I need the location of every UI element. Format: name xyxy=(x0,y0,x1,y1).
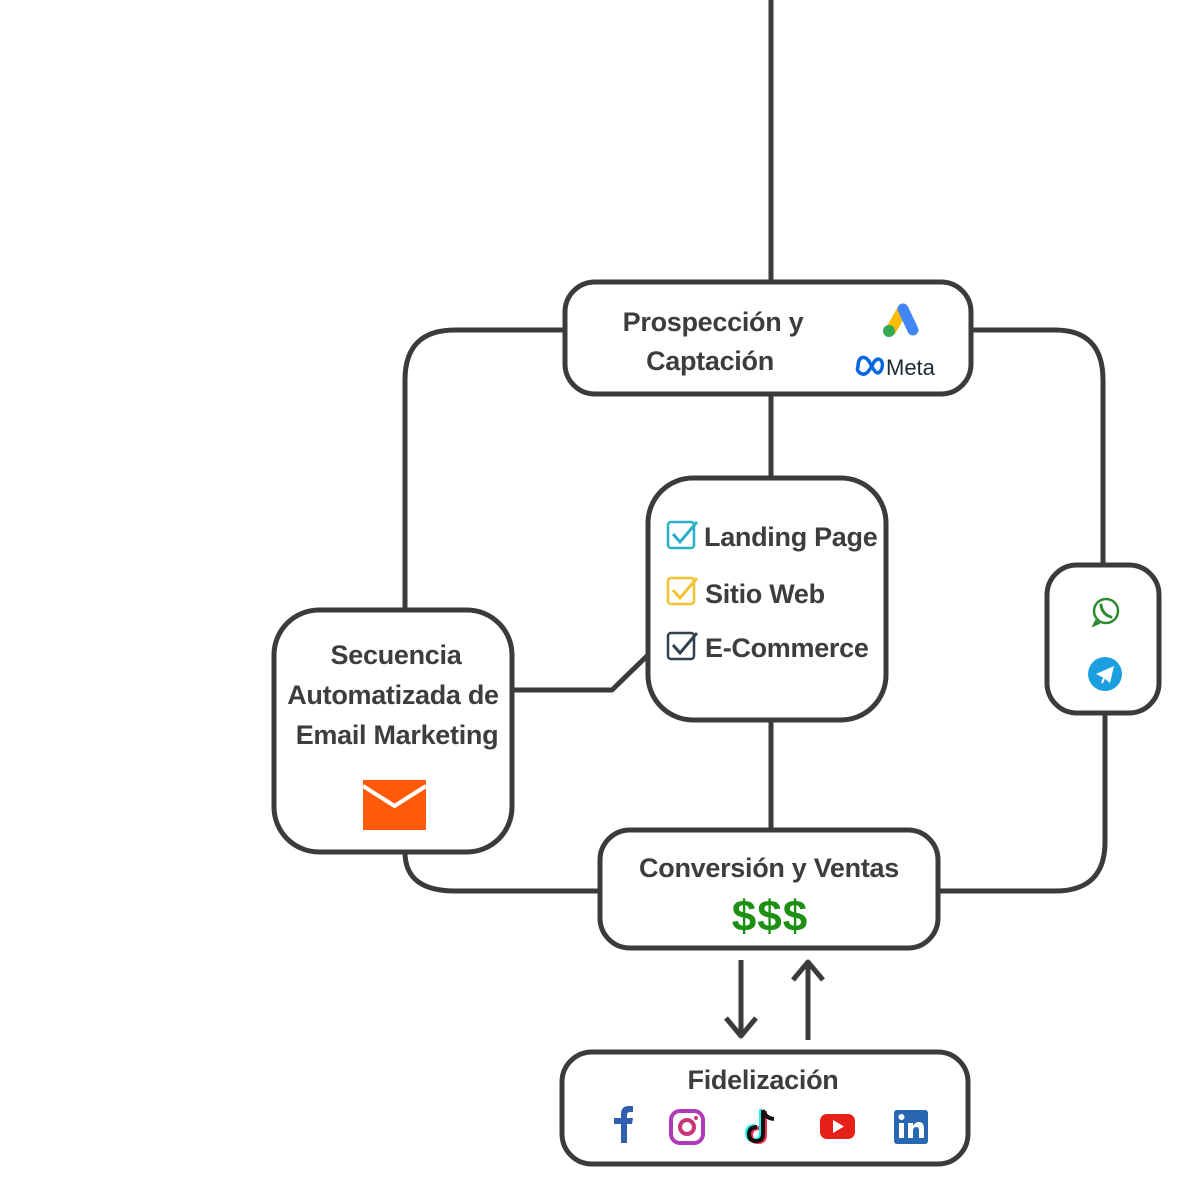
connector-email-conversion xyxy=(402,851,600,894)
node-fidelizacion: Fidelización xyxy=(559,1049,971,1167)
tiktok-icon xyxy=(744,1109,775,1145)
conversion-money: $$$ xyxy=(732,892,808,941)
email-envelope-icon xyxy=(361,780,428,830)
google-ads-icon xyxy=(883,303,919,337)
node-email: Secuencia Automatizada de Email Marketin… xyxy=(271,607,515,855)
check-yellow-icon xyxy=(666,576,699,606)
node-messaging xyxy=(1044,562,1162,716)
web-item-sitio: Sitio Web xyxy=(705,579,825,609)
meta-logo-icon: Meta xyxy=(855,355,936,380)
check-dark-icon xyxy=(666,631,699,661)
telegram-icon xyxy=(1088,657,1122,691)
instagram-icon xyxy=(669,1109,705,1145)
prospeccion-line1: Prospección y xyxy=(623,307,804,337)
connector-prospeccion-email xyxy=(402,327,565,610)
email-line2: Automatizada de xyxy=(287,680,499,710)
node-prospeccion: Prospección y Captación Meta xyxy=(562,279,974,397)
meta-label: Meta xyxy=(886,355,936,380)
connector-email-web xyxy=(512,653,650,693)
fidelizacion-title: Fidelización xyxy=(688,1065,839,1095)
prospeccion-line2: Captación xyxy=(646,346,774,376)
check-teal-icon xyxy=(666,520,699,550)
node-conversion: Conversión y Ventas $$$ xyxy=(597,827,941,951)
node-web: Landing Page Sitio Web E-Commerce xyxy=(645,475,889,723)
web-item-ecommerce: E-Commerce xyxy=(705,633,869,663)
email-line3: Email Marketing xyxy=(296,720,499,750)
arrow-down xyxy=(724,960,758,1039)
youtube-icon xyxy=(820,1114,855,1139)
email-line1: Secuencia xyxy=(331,640,463,670)
connectors xyxy=(402,0,1108,894)
connector-prospeccion-messaging xyxy=(972,327,1106,565)
web-item-landing: Landing Page xyxy=(704,522,878,552)
whatsapp-icon xyxy=(1091,597,1120,628)
linkedin-icon xyxy=(894,1110,928,1144)
facebook-icon xyxy=(614,1106,633,1143)
arrow-up xyxy=(791,959,825,1040)
connector-messaging-conversion xyxy=(938,713,1108,894)
conversion-title: Conversión y Ventas xyxy=(639,853,899,883)
